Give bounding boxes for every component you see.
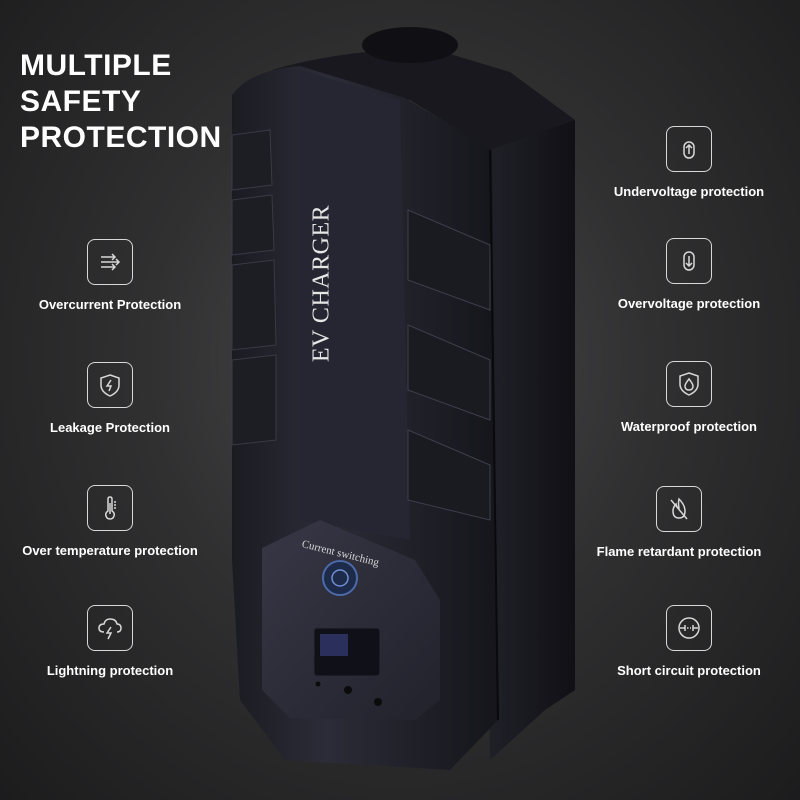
arrow-down-icon <box>666 238 712 284</box>
headline-line-2: SAFETY <box>20 85 142 118</box>
device-brand-text: EV CHARGER <box>308 204 335 363</box>
feature-label: Waterproof protection <box>620 419 757 434</box>
arrows-right-icon <box>87 239 133 285</box>
headline: MULTIPLE SAFETY PROTECTION <box>20 48 222 156</box>
feature-flame-retardant: Flame retardant protection <box>569 486 789 559</box>
feature-label: Flame retardant protection <box>596 544 762 559</box>
feature-undervoltage: Undervoltage protection <box>579 126 799 199</box>
feature-waterproof: Waterproof protection <box>579 361 799 434</box>
feature-label: Overcurrent Protection <box>38 297 182 312</box>
feature-over-temperature: Over temperature protection <box>0 485 220 558</box>
shield-bolt-icon <box>87 362 133 408</box>
headline-line-3: PROTECTION <box>20 121 222 154</box>
feature-overcurrent: Overcurrent Protection <box>0 239 220 312</box>
feature-label: Leakage Protection <box>50 420 170 435</box>
feature-label: Undervoltage protection <box>613 184 765 199</box>
feature-lightning: Lightning protection <box>0 605 220 678</box>
arrow-up-icon <box>666 126 712 172</box>
no-flame-icon <box>656 486 702 532</box>
feature-label: Over temperature protection <box>22 543 198 558</box>
cloud-lightning-icon <box>87 605 133 651</box>
device-switch-label: Current switching <box>300 538 381 569</box>
feature-overvoltage: Overvoltage protection <box>579 238 799 311</box>
thermometer-icon <box>87 485 133 531</box>
feature-label: Lightning protection <box>46 663 174 678</box>
water-drop-shield-icon <box>666 361 712 407</box>
feature-label: Overvoltage protection <box>617 296 761 311</box>
headline-line-1: MULTIPLE <box>20 49 172 82</box>
feature-label: Short circuit protection <box>617 663 761 678</box>
feature-short-circuit: Short circuit protection <box>579 605 799 678</box>
circuit-circle-icon <box>666 605 712 651</box>
feature-leakage: Leakage Protection <box>0 362 220 435</box>
